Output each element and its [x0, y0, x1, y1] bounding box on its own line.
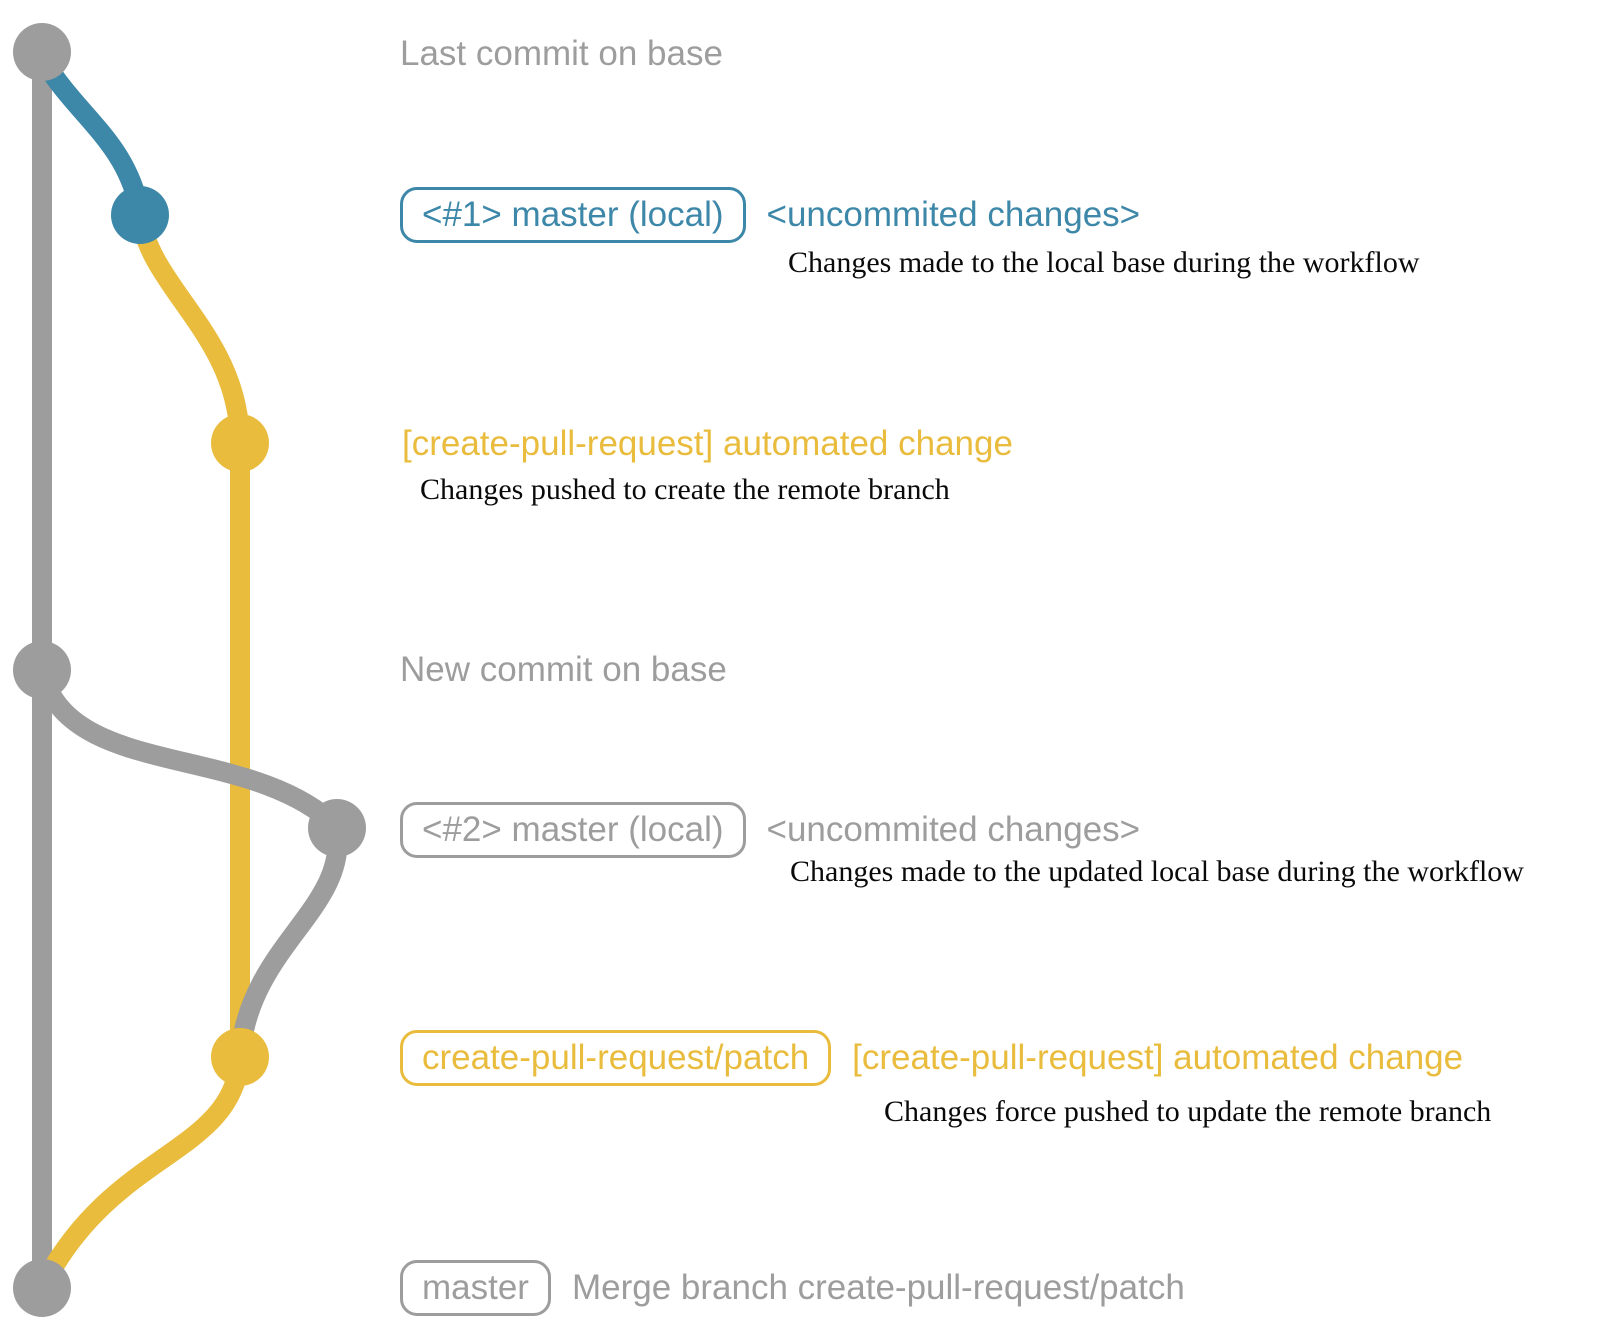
detail-force-pushed-changes: Changes force pushed to update the remot…	[884, 1095, 1492, 1128]
annotation-merge: master Merge branch create-pull-request/…	[400, 1260, 1185, 1316]
commit-node-last-commit-on-base	[13, 23, 71, 81]
new-commit-label: New commit on base	[400, 650, 727, 689]
annotation-last-commit-on-base: Last commit on base	[400, 32, 723, 76]
base-update-curve	[32, 662, 346, 836]
detail-local-base-changes: Changes made to the local base during th…	[788, 246, 1420, 279]
commit-node-automated-change-2	[211, 1028, 269, 1086]
detail-updated-local-base-changes: Changes made to the updated local base d…	[790, 855, 1524, 888]
force-push-curve	[230, 820, 348, 1065]
uncommited-changes-note-2: <uncommited changes>	[766, 810, 1141, 849]
branch-badge-create-pull-request-patch: create-pull-request/patch	[400, 1030, 832, 1086]
detail-changes-pushed: Changes pushed to create the remote bran…	[420, 473, 950, 506]
create-pull-request-branch-line	[130, 205, 250, 1067]
git-graph	[13, 23, 366, 1317]
commit-node-new-commit-on-base	[13, 641, 71, 699]
uncommited-changes-note-1: <uncommited changes>	[766, 195, 1141, 234]
merge-branch-note: Merge branch create-pull-request/patch	[571, 1268, 1185, 1307]
annotation-remote-branch: create-pull-request/patch [create-pull-r…	[400, 1030, 1463, 1086]
annotation-local-master-1: <#1> master (local) <uncommited changes>	[400, 187, 1140, 243]
automated-change-label-2: [create-pull-request] automated change	[852, 1038, 1464, 1077]
local-master-branch-curve	[32, 48, 150, 222]
branch-badge-master: master	[400, 1260, 551, 1316]
branch-badge-master-local-1: <#1> master (local)	[400, 187, 746, 243]
commit-node-uncommited-changes-2	[308, 799, 366, 857]
annotation-new-commit-on-base: New commit on base	[400, 648, 727, 692]
commit-node-merge-commit	[13, 1259, 71, 1317]
commit-node-automated-change-1	[211, 414, 269, 472]
last-commit-label: Last commit on base	[400, 34, 723, 73]
annotation-automated-change-1: [create-pull-request] automated change	[402, 422, 1013, 466]
automated-change-label-1: [create-pull-request] automated change	[402, 424, 1013, 463]
branch-badge-master-local-2: <#2> master (local)	[400, 802, 746, 858]
commit-node-uncommited-changes-1	[111, 186, 169, 244]
annotation-local-master-2: <#2> master (local) <uncommited changes>	[400, 802, 1140, 858]
merge-into-base-curve	[35, 1050, 250, 1292]
